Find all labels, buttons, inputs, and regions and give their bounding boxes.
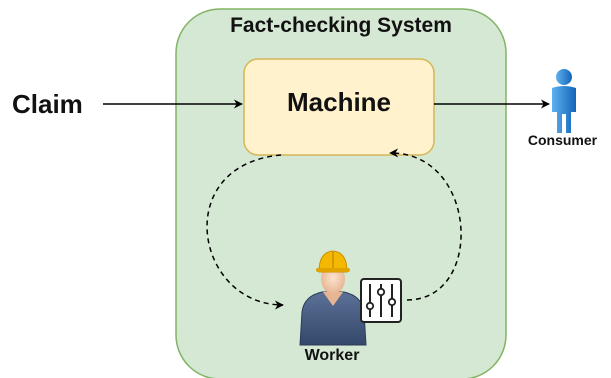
machine-label: Machine — [286, 87, 392, 117]
worker-to-machine-dashed-arrow — [389, 148, 462, 301]
consumer-label: Consumer — [527, 132, 598, 148]
worker-label: Worker — [304, 347, 360, 364]
claim-label: Claim — [12, 89, 83, 119]
machine-to-worker-dashed-arrow — [206, 154, 284, 310]
system-title: Fact-checking System — [230, 14, 452, 37]
worker-person-icon — [299, 250, 367, 346]
adjustment-sliders-icon — [360, 278, 402, 323]
consumer-person-icon — [552, 69, 576, 133]
machine-box — [243, 58, 435, 156]
